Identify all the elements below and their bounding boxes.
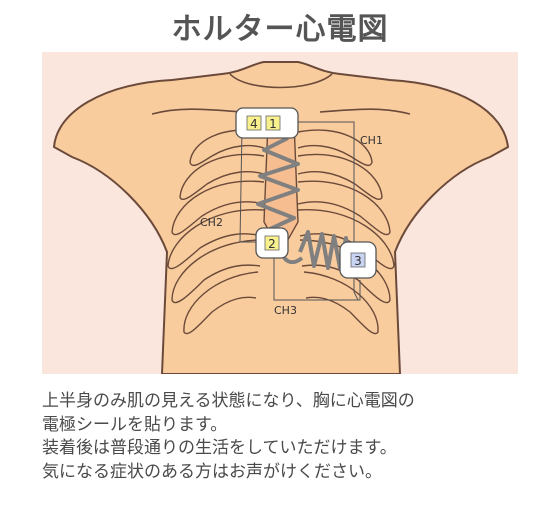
description-line-1: 上半身のみ肌の見える状態になり、胸に心電図の	[42, 391, 415, 411]
channel-1-label: CH1	[360, 134, 383, 147]
right-clavicle	[319, 108, 411, 115]
description-text: 上半身のみ肌の見える状態になり、胸に心電図の 電極シールを貼ります。 装着後は普…	[42, 390, 542, 484]
electrode-1-marker	[265, 115, 281, 131]
electrode-2-label: 2	[268, 237, 276, 251]
channel-3-label: CH3	[274, 304, 297, 317]
left-ribs	[167, 129, 265, 335]
electrode-3-marker	[350, 252, 366, 268]
holter-diagram: 4 1 2 3 CH1 CH2 CH3	[42, 52, 518, 374]
electrode-1-label: 1	[269, 117, 277, 131]
description-line-2: 電極シールを貼ります。	[42, 414, 228, 435]
description-line-3: 装着後は普段通りの生活をしていただけます。	[42, 438, 397, 458]
electrode-2-marker	[264, 235, 280, 251]
torso-illustration: 4 1 2 3 CH1 CH2 CH3	[52, 61, 510, 374]
electrode-4-label: 4	[250, 117, 258, 131]
electrode-4-marker	[246, 115, 262, 131]
neck-line	[229, 73, 333, 89]
left-clavicle	[151, 108, 243, 115]
channel-2-label: CH2	[200, 216, 223, 229]
description-line-4: 気になる症状のある方はお声がけください。	[42, 461, 382, 482]
electrode-3-label: 3	[354, 254, 362, 268]
page-title: ホルター心電図	[171, 12, 389, 47]
channel-lines	[239, 121, 361, 301]
